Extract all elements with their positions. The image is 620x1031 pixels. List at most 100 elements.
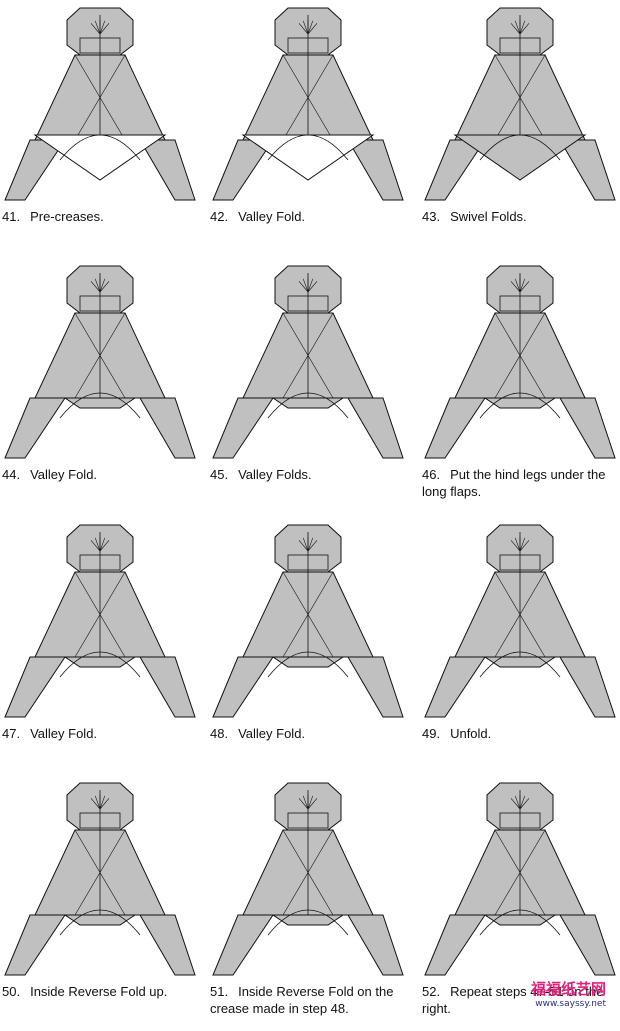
- origami-figure: [5, 8, 195, 200]
- right-leg: [560, 915, 615, 975]
- step-cell: 49. Unfold.: [420, 517, 620, 773]
- step-number: 44.: [2, 467, 20, 482]
- step-caption: 44. Valley Fold.: [2, 466, 208, 483]
- step-text: Valley Fold.: [30, 467, 97, 482]
- step-caption: 45. Valley Folds.: [210, 466, 416, 483]
- right-leg: [348, 657, 403, 717]
- right-leg: [140, 140, 195, 200]
- step-number: 51.: [210, 984, 228, 999]
- right-leg: [348, 398, 403, 458]
- step-caption: 49. Unfold.: [422, 725, 620, 742]
- step-diagram: [420, 258, 620, 463]
- step-cell: 44. Valley Fold.: [0, 258, 206, 514]
- step-cell: 50. Inside Reverse Fold up.: [0, 775, 206, 1031]
- watermark: 福福纸艺网 www.sayssy.net: [531, 978, 606, 1009]
- left-leg: [213, 915, 273, 975]
- step-cell: 47. Valley Fold.: [0, 517, 206, 773]
- step-text: Valley Fold.: [238, 209, 305, 224]
- step-text: Put the hind legs under the long flaps.: [422, 467, 605, 499]
- step-cell: 45. Valley Folds.: [208, 258, 414, 514]
- bottom-flap: [273, 657, 343, 667]
- step-diagram: [0, 775, 200, 980]
- right-leg: [140, 915, 195, 975]
- bottom-flap: [65, 398, 135, 408]
- step-number: 47.: [2, 726, 20, 741]
- step-diagram: [0, 258, 200, 463]
- origami-figure: [425, 525, 615, 717]
- step-text: Valley Fold.: [238, 726, 305, 741]
- bottom-flap: [65, 915, 135, 925]
- left-leg: [425, 398, 485, 458]
- step-caption: 42.Valley Fold.: [210, 208, 416, 225]
- step-cell: 42.Valley Fold.: [208, 0, 414, 256]
- origami-figure: [213, 8, 403, 200]
- right-leg: [560, 140, 615, 200]
- step-diagram: [208, 258, 408, 463]
- step-cell: 46.Put the hind legs under the long flap…: [420, 258, 620, 514]
- step-text: Unfold.: [450, 726, 491, 741]
- origami-figure: [5, 783, 195, 975]
- step-text: Inside Reverse Fold up.: [30, 984, 167, 999]
- step-cell: 51.Inside Reverse Fold on the crease mad…: [208, 775, 414, 1031]
- step-number: 43.: [422, 209, 440, 224]
- step-diagram: [0, 517, 200, 722]
- bottom-flap: [485, 398, 555, 408]
- origami-figure: [5, 266, 195, 458]
- step-diagram: [208, 775, 408, 980]
- bottom-flap: [35, 135, 165, 180]
- origami-figure: [213, 525, 403, 717]
- step-diagram: [0, 0, 200, 205]
- right-leg: [560, 398, 615, 458]
- step-diagram: [420, 775, 620, 980]
- watermark-logo: 福福纸艺网: [531, 978, 606, 999]
- right-leg: [140, 657, 195, 717]
- watermark-url: www.sayssy.net: [531, 999, 606, 1009]
- right-leg: [348, 140, 403, 200]
- step-number: 41.: [2, 209, 20, 224]
- step-diagram: [420, 517, 620, 722]
- left-leg: [425, 657, 485, 717]
- left-leg: [5, 915, 65, 975]
- step-caption: 41. Pre-creases.: [2, 208, 208, 225]
- step-text: Pre-creases.: [30, 209, 104, 224]
- bottom-flap: [485, 657, 555, 667]
- step-text: Inside Reverse Fold on the crease made i…: [210, 984, 393, 1016]
- step-diagram: [420, 0, 620, 205]
- origami-figure: [425, 8, 615, 200]
- step-number: 49.: [422, 726, 440, 741]
- bottom-flap: [273, 915, 343, 925]
- step-number: 48.: [210, 726, 228, 741]
- step-text: Valley Fold.: [30, 726, 97, 741]
- origami-figure: [425, 266, 615, 458]
- step-diagram: [208, 517, 408, 722]
- left-leg: [5, 398, 65, 458]
- left-leg: [425, 915, 485, 975]
- left-leg: [213, 657, 273, 717]
- step-caption: 48. Valley Fold.: [210, 725, 416, 742]
- bottom-flap: [455, 135, 585, 180]
- left-leg: [5, 657, 65, 717]
- step-text: Valley Folds.: [238, 467, 311, 482]
- step-caption: 46.Put the hind legs under the long flap…: [422, 466, 620, 500]
- step-cell: 41. Pre-creases.: [0, 0, 206, 256]
- bottom-flap: [65, 657, 135, 667]
- step-cell: 48. Valley Fold.: [208, 517, 414, 773]
- step-caption: 43. Swivel Folds.: [422, 208, 620, 225]
- step-text: Swivel Folds.: [450, 209, 527, 224]
- step-number: 46.: [422, 467, 440, 482]
- origami-figure: [213, 783, 403, 975]
- step-diagram: [208, 0, 408, 205]
- step-number: 52.: [422, 984, 440, 999]
- right-leg: [140, 398, 195, 458]
- step-cell: 43. Swivel Folds.: [420, 0, 620, 256]
- step-caption: 51.Inside Reverse Fold on the crease mad…: [210, 983, 416, 1017]
- origami-figure: [213, 266, 403, 458]
- bottom-flap: [243, 135, 373, 180]
- step-number: 45.: [210, 467, 228, 482]
- origami-figure: [5, 525, 195, 717]
- step-number: 50.: [2, 984, 20, 999]
- bottom-flap: [485, 915, 555, 925]
- step-caption: 50. Inside Reverse Fold up.: [2, 983, 208, 1000]
- right-leg: [560, 657, 615, 717]
